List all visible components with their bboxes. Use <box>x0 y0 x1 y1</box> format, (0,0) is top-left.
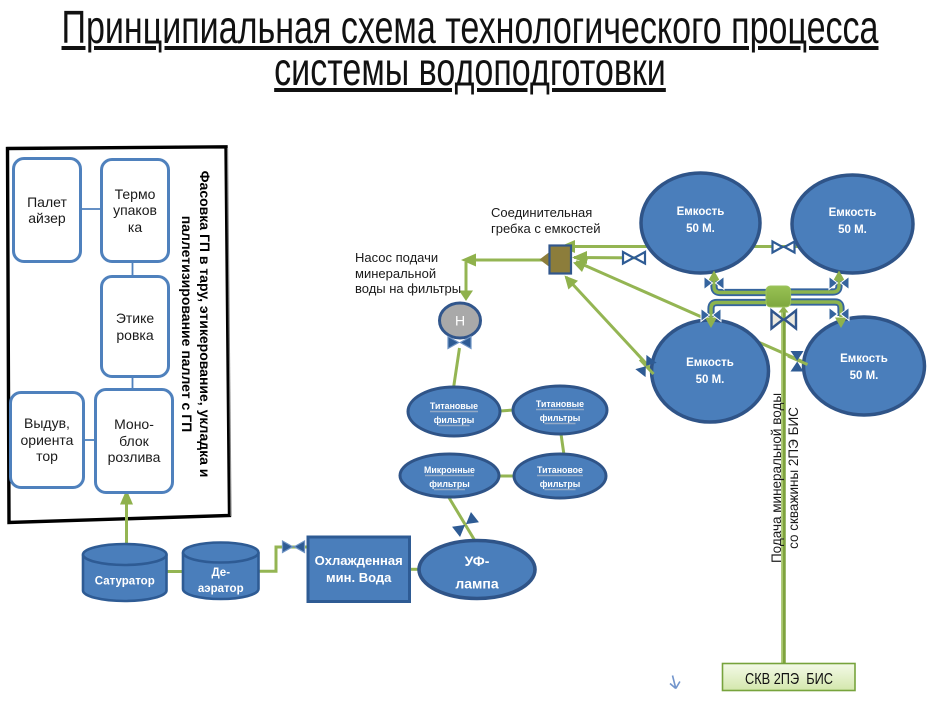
svg-text:Емкость: Емкость <box>840 353 888 365</box>
svg-text:50 М.: 50 М. <box>850 370 879 382</box>
svg-text:Охлажденная: Охлажденная <box>315 553 403 568</box>
svg-text:Титановые: Титановые <box>430 401 478 411</box>
svg-text:фильтры: фильтры <box>429 479 470 489</box>
svg-text:Сатуратор: Сатуратор <box>95 576 155 588</box>
svg-text:мин. Вода: мин. Вода <box>326 570 392 585</box>
svg-text:Н: Н <box>455 313 465 329</box>
svg-text:Емкость: Емкость <box>829 207 877 219</box>
svg-text:Де-: Де- <box>211 567 230 579</box>
svg-text:лампа: лампа <box>455 576 498 592</box>
svg-text:Емкость: Емкость <box>686 357 734 369</box>
svg-text:фильтры: фильтры <box>540 479 581 489</box>
svg-text:50 М.: 50 М. <box>838 224 867 236</box>
svg-text:Емкость: Емкость <box>677 206 725 218</box>
svg-text:50 М.: 50 М. <box>686 223 715 235</box>
svg-text:фильтры: фильтры <box>434 415 475 425</box>
svg-text:Титановое: Титановое <box>537 465 583 475</box>
svg-text:УФ-: УФ- <box>465 553 490 569</box>
svg-text:СКВ 2ПЭ БИС: СКВ 2ПЭ БИС <box>745 671 833 688</box>
svg-text:аэратор: аэратор <box>198 583 244 595</box>
svg-text:Микронные: Микронные <box>424 465 475 475</box>
svg-text:Титановые: Титановые <box>536 399 584 409</box>
svg-text:50 М.: 50 М. <box>696 374 725 386</box>
svg-text:фильтры: фильтры <box>540 413 581 423</box>
